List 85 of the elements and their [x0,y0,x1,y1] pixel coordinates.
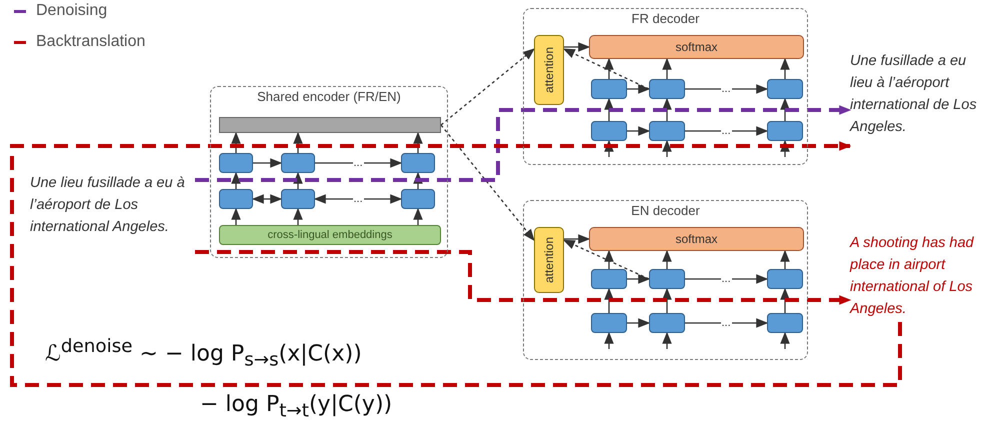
embedding-layer: cross-lingual embeddings [219,225,441,245]
arrow [231,208,241,225]
arrow [685,274,768,284]
arrow [780,288,790,313]
arrow [440,124,535,242]
arrow [195,250,852,305]
rnn-cell [219,189,253,209]
arrow [604,250,614,269]
sentence-text: Une fusillade a eu lieu à l’aéroport international de Los Angeles. [850,50,990,150]
arrow [252,194,282,204]
rnn-cell [649,121,685,141]
rnn-cell [401,189,435,209]
arrow [562,48,650,90]
softmax-layer: softmax [589,227,804,251]
rnn-cell [219,153,253,173]
arrow [315,158,402,168]
sentence-text: A shooting has had place in airport international of Los Angeles. [850,232,990,322]
arrow [662,58,672,79]
softmax-layer: softmax [589,35,804,59]
arrow [662,98,672,121]
formula: − log P$_{t→t}$(y|C(y)) [200,392,392,422]
arrow [564,234,590,244]
arrow [662,140,672,157]
rnn-cell [767,121,803,141]
arrow [780,58,790,79]
rnn-cell [649,269,685,289]
rnn-cell [591,79,627,99]
arrow [314,194,402,204]
module-panel [523,8,808,165]
rnn-cell [767,269,803,289]
panel-title: EN decoder [630,203,701,218]
arrow [562,240,650,280]
arrow [413,172,423,189]
arrow [662,332,672,349]
arrow [685,84,768,94]
arrow [780,98,790,121]
module-panel [210,86,448,258]
rnn-cell [281,189,315,209]
rnn-cell [591,313,627,333]
arrow [780,250,790,269]
arrow [293,172,303,189]
module-panel [523,200,808,360]
arrow [685,318,768,328]
rnn-cell [281,153,315,173]
arrow [564,42,590,52]
rnn-cell [767,79,803,99]
arrow [253,158,282,168]
arrow [10,141,902,387]
formula: ℒ$^{denoise}$ ∼ − log P$_{s→s}$(x|C(x)) [45,336,362,371]
arrow [293,132,303,153]
arrow [627,126,650,136]
arrow [627,318,650,328]
panel-title: Shared encoder (FR/EN) [256,89,402,104]
arrow [662,250,672,269]
arrow [195,105,852,182]
arrow [604,58,614,79]
arrow [627,274,650,284]
arrow [604,288,614,313]
attention-block: attention [534,35,564,105]
sentence-text: Une lieu fusillade a eu à l’aéroport de Los international Angeles. [30,172,195,264]
arrow [293,208,303,225]
panel-title: FR decoder [630,11,700,26]
hidden-state-bar [219,117,441,133]
rnn-cell [401,153,435,173]
rnn-cell [767,313,803,333]
arrow [627,84,650,94]
arrow [685,126,768,136]
legend-label: Backtranslation [36,33,146,51]
arrow [662,288,672,313]
rnn-cell [649,313,685,333]
rnn-cell [591,269,627,289]
arrow [413,132,423,153]
arrow [604,98,614,121]
arrow [604,332,614,349]
arrow [440,48,535,126]
rnn-cell [591,121,627,141]
legend-label: Denoising [36,2,108,20]
arrow [231,132,241,153]
arrow [780,140,790,157]
arrow [780,332,790,349]
arrow [604,140,614,157]
attention-block: attention [534,227,564,293]
rnn-cell [649,79,685,99]
arrow [413,208,423,225]
arrow [231,172,241,189]
